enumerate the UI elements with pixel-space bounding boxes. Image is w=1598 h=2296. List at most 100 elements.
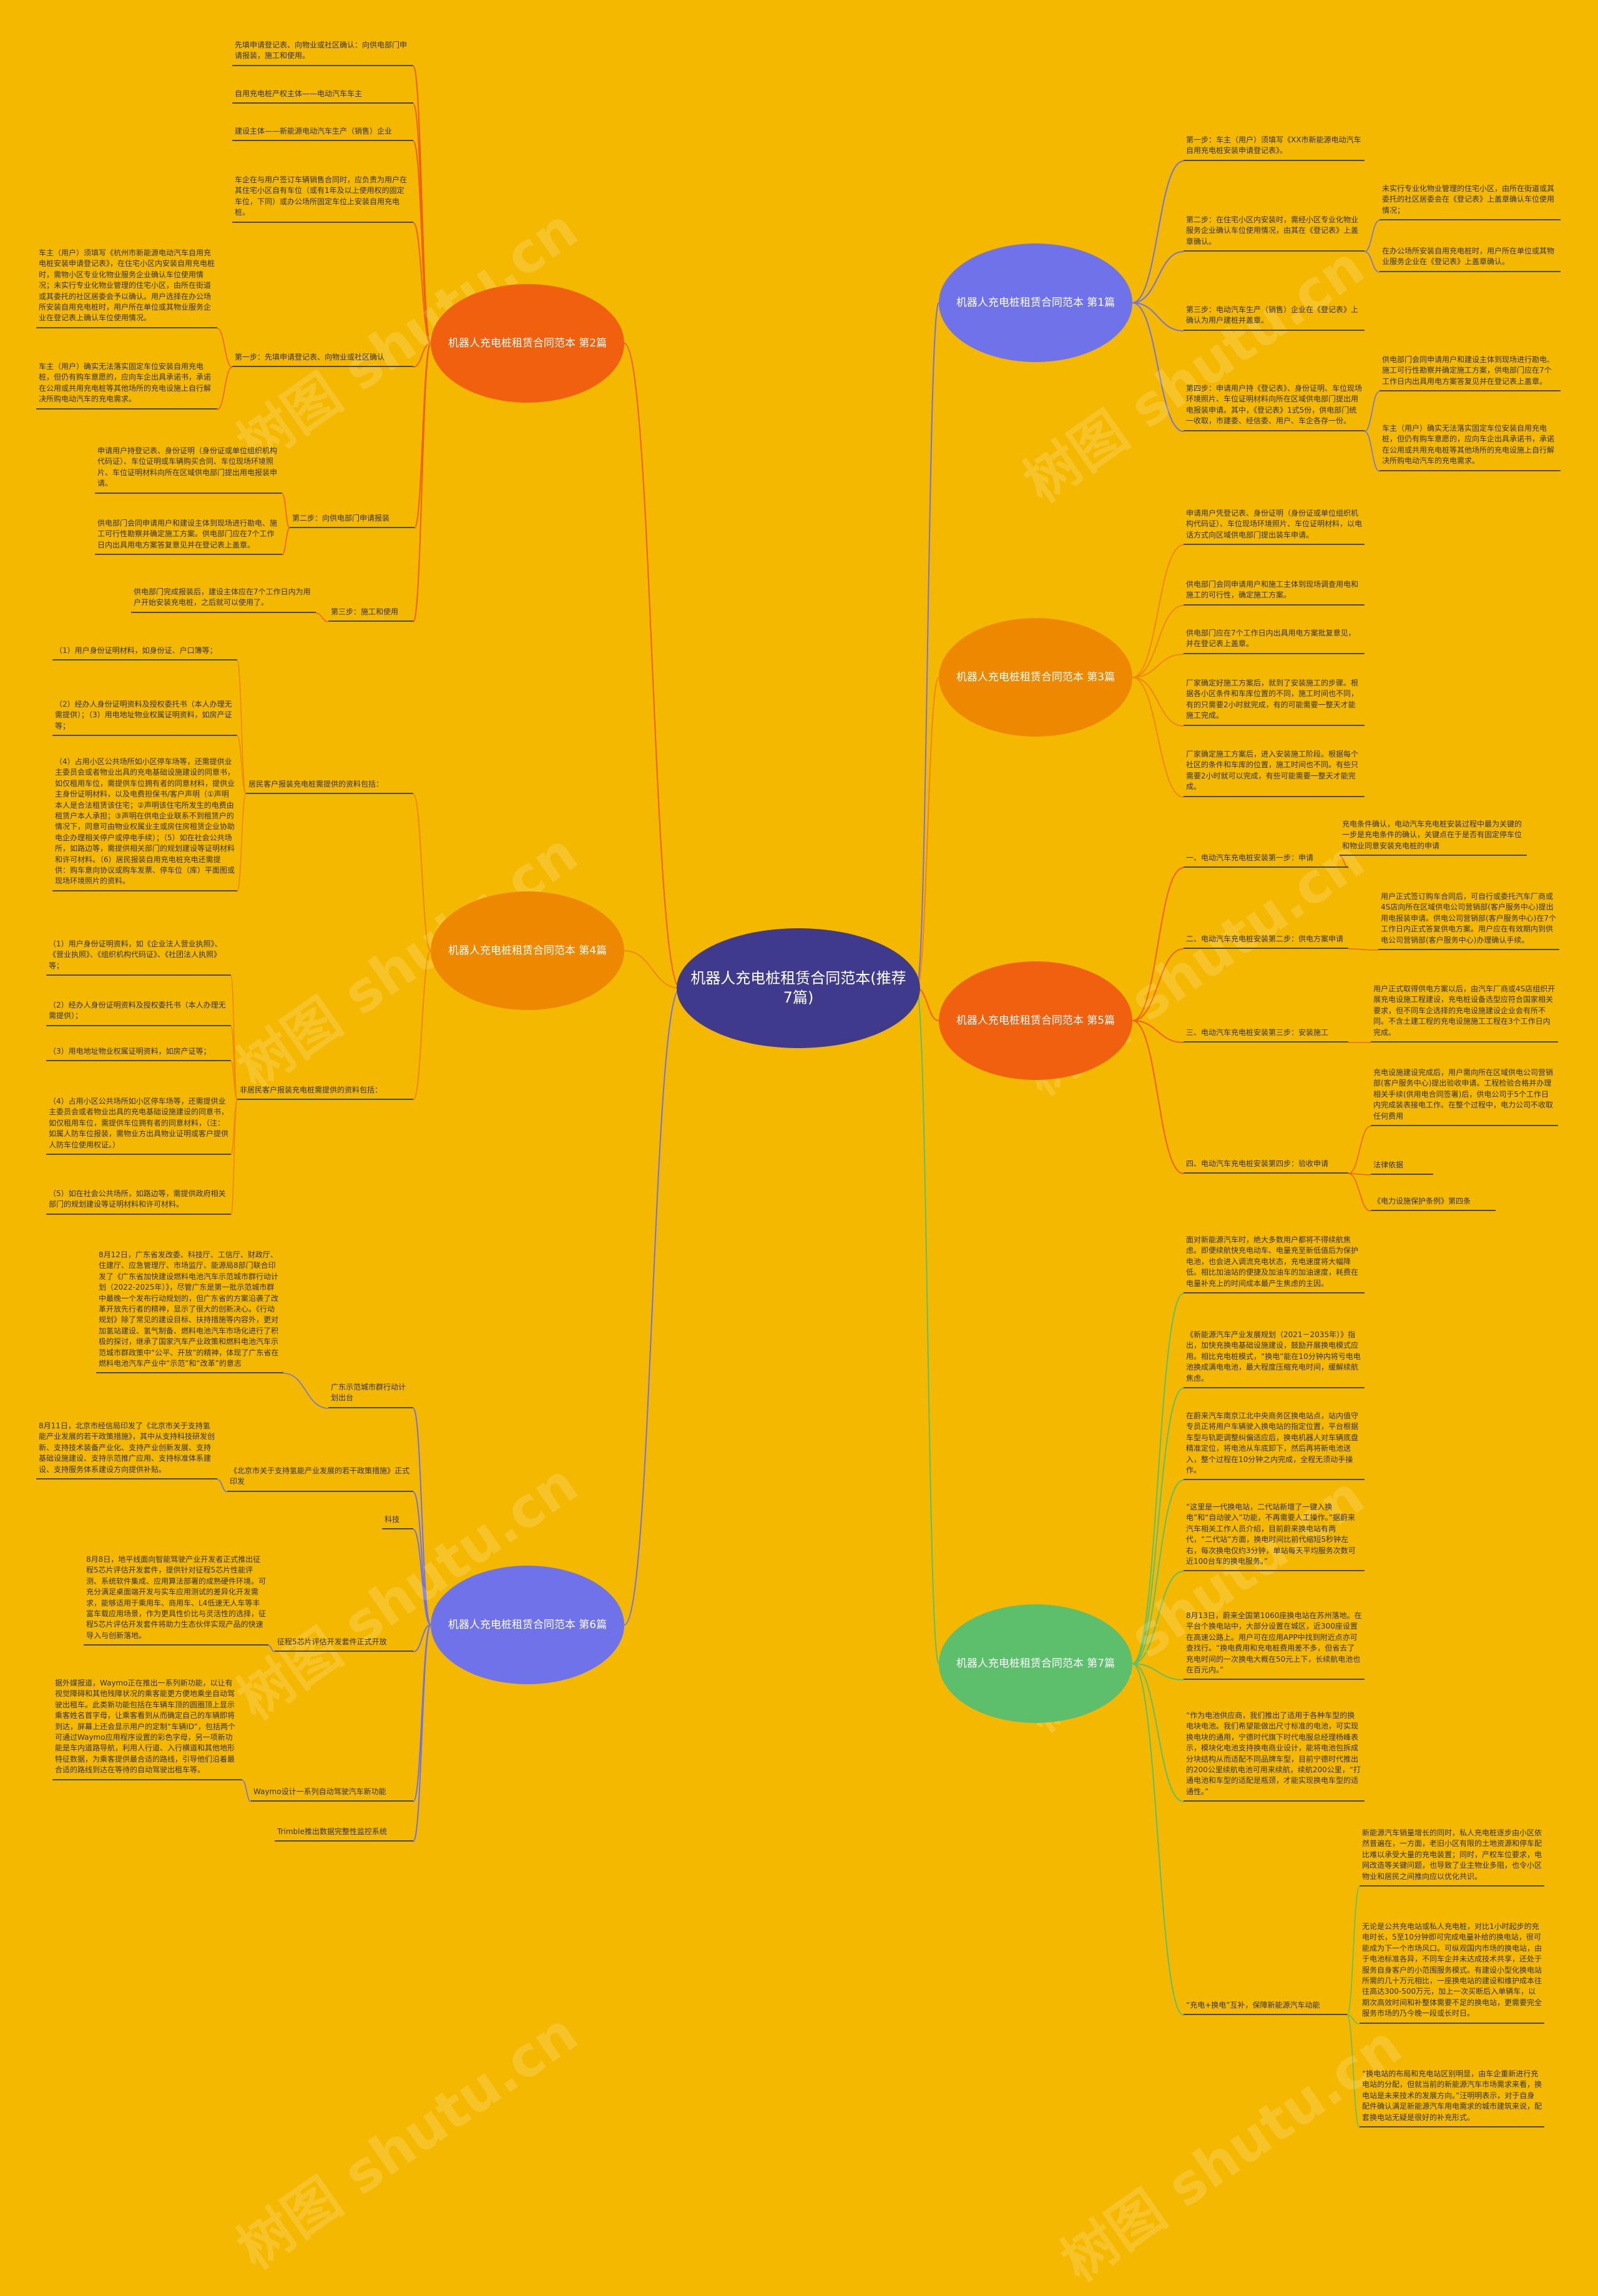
subtopic-item[interactable]: 法律依据 [1371,1159,1433,1175]
connector-line [217,1479,228,1493]
connector-line [413,103,431,344]
topic-item[interactable]: 面对新能源汽车时，绝大多数用户都将不得续航焦虑。即便续航快充电动车、电量充至新低… [1184,1234,1365,1293]
connector-line [315,612,329,622]
subtopic-item[interactable]: 《电力设施保护条例》第四条 [1371,1195,1496,1212]
topic-item[interactable]: 四、电动汽车充电桩安装第四步：验收申请 [1184,1157,1348,1174]
topic-item[interactable]: 第一步：先填申请登记表、向物业或社区确认 [232,351,413,368]
topic-item[interactable]: 自用充电桩产权主体——电动汽车车主 [232,87,413,104]
connector-line [1132,1663,1184,1680]
connector-line [1132,654,1184,678]
topic-item[interactable]: 科技 [382,1513,413,1530]
connector-line [916,677,939,989]
topic-item[interactable]: 厂家确定好施工方案后，就到了安装施工的步骤。根据各小区条件和车库位置的不同，施工… [1184,677,1365,726]
topic-item[interactable]: 厂家确定施工方案后，进入安装施工阶段。根据每个社区的条件和车库的位置，施工时间也… [1184,748,1365,797]
subtopic-item[interactable]: “换电站的布局和充电站区别明显，由车企重新进行充电站的分配，但就当前的新能源汽车… [1360,2068,1544,2127]
connector-line [414,343,431,529]
topic-item[interactable]: 二、电动汽车充电桩安装第二步：供电方案申请 [1184,933,1348,949]
connector-line [1132,302,1184,331]
branch-node-b2[interactable]: 机器人充电桩租赁合同范本 第2篇 [431,284,624,403]
topic-item[interactable]: 在蔚来汽车南京江北中央商务区换电站点，站内值守专员正将用户车辆驶入换电站的指定位… [1184,1410,1365,1481]
connector-line [1132,1020,1184,1043]
subtopic-item[interactable]: 新能源汽车销量增长的同时，私人充电桩逐步由小区依然普遍在，一方面，老旧小区有限的… [1360,1827,1544,1886]
subtopic-item[interactable]: 供电部门完成报装后，建设主体应在7个工作日内为用户开始安装充电桩，之后就可以使用… [131,586,316,613]
topic-item[interactable]: “这里是一代换电站，二代站新增了一键入换电”和“自动驶入”功能，不再需要人工操作… [1184,1501,1365,1572]
topic-item[interactable]: 广东示范城市群行动计划出台 [328,1381,413,1408]
connector-line [624,988,681,1626]
topic-item[interactable]: 第四步：申请用户持《登记表》、身份证明、车位现场环境照片、车位证明材料向所在区域… [1184,382,1365,431]
topic-item[interactable]: “作为电池供应商，我们推出了适用于各种车型的换电块电池。我们希望能做出尺寸标准的… [1184,1709,1365,1802]
subtopic-item[interactable]: （3）用电地址物业权属证明资料，如房产证等； [46,1045,231,1062]
branch-node-b6[interactable]: 机器人充电桩租赁合同范本 第6篇 [431,1566,624,1684]
subtopic-item[interactable]: 无论是公共充电站或私人充电桩，对比1小时起步的充电时长，5至10分钟即可完成电量… [1360,1920,1544,2024]
connector-line [230,1099,238,1215]
subtopic-item[interactable]: 8月11日，北京市经信局印发了《北京市关于支持氢能产业发展的若干政策措施》，其中… [36,1420,217,1479]
subtopic-item[interactable]: 8月12日，广东省发改委、科技厅、工信厅、财政厅、住建厅、应急管理厅、市场监厅、… [96,1249,283,1374]
connector-line [237,735,247,795]
topic-item[interactable]: 征程5芯片评估开发套件正式开放 [275,1636,413,1652]
connector-line [916,302,939,989]
topic-item[interactable]: “充电+换电”互补，保障新能源汽车动能 [1184,1999,1347,2016]
connector-line [413,222,431,344]
subtopic-item[interactable]: 充电设施建设完成后，用户需向所在区域供电公司营销部(客户服务中心)提出验收申请。… [1371,1066,1558,1126]
subtopic-item[interactable]: （1）用户身份证明资料，如《企业法人营业执照》、《营业执照》、《组织机构代码证》… [46,938,231,976]
connector-line [1346,2014,1360,2024]
topic-item[interactable]: Trimble推出数据完整性监控系统 [275,1825,413,1842]
topic-item[interactable]: 第一步：车主（用户）须填写《XX市新能源电动汽车自用充电桩安装申请登记表》。 [1184,134,1365,161]
subtopic-item[interactable]: （4）占用小区公共场所如小区停车场等，还需提供业主委员会或者物业出具的充电基础设… [46,1095,231,1155]
connector-line [413,1408,431,1626]
topic-item[interactable]: 供电部门会同申请用户和施工主体到现场调查用电和施工的可行性，确定施工方案。 [1184,578,1365,606]
subtopic-item[interactable]: 充电条件确认，电动汽车充电桩安装过程中最为关键的一步是充电条件的确认，关键点在于… [1340,818,1527,856]
topic-item[interactable]: 第三步：电动汽车生产（销售）企业在《登记表》上确认为用户建桩并盖章。 [1184,303,1365,331]
central-topic[interactable]: 机器人充电桩租赁合同范本(推荐7篇) [677,928,920,1048]
connector-line [1132,302,1184,432]
topic-item[interactable]: 先填申请登记表、向物业或社区确认：向供电部门申请报装，施工和使用。 [232,39,413,66]
subtopic-item[interactable]: （2）经办人身份证明资料及授权委托书（本人办理无需提供）； [46,999,231,1026]
connector-line [1132,1663,1184,1802]
topic-item[interactable]: Waymo设计一系列自动驾驶汽车新功能 [251,1785,413,1802]
subtopic-item[interactable]: 申请用户持登记表、身份证明（身份证或单位组织机构代码证）、车位证明或车辆购买合同… [95,444,282,494]
subtopic-item[interactable]: 在办公场所安装自用充电桩时，用户所在单位或其物业服务企业在《登记表》上盖章确认。 [1380,245,1561,272]
subtopic-item[interactable]: 据外媒报道，Waymo正在推出一系列新功能，以让有视觉障碍和其他残障状况的乘客能… [52,1677,242,1780]
connector-line [1364,431,1380,472]
topic-item[interactable]: 第二步：在住宅小区内安装时，需经小区专业化物业服务企业确认车位使用情况，由其在《… [1184,213,1365,252]
topic-item[interactable]: 车企在与用户签订车辆销售合同时，应负责为用户在其住宅小区自有车位（或有1年及以上… [232,174,413,223]
subtopic-item[interactable]: （1）用户身份证明材料，如身份证、户口簿等； [52,644,237,661]
branch-label: 机器人充电桩租赁合同范本 第7篇 [956,1657,1115,1670]
connector-line [1364,251,1380,273]
branch-node-b7[interactable]: 机器人充电桩租赁合同范本 第7篇 [939,1604,1132,1723]
subtopic-item[interactable]: 用户正式签订购车合同后，可自行或委托汽车厂商或4S店向所在区域供电公司营销部(客… [1378,890,1559,950]
subtopic-item[interactable]: 车主（用户）确实无法落实固定车位安装自用充电桩，但仍有购车意愿的，应向车企出具承… [1380,422,1561,471]
subtopic-item[interactable]: 用户正式取得供电方案以后，由汽车厂商或4S店组织开展充电设施工程建设，充电桩设备… [1371,983,1558,1043]
topic-item[interactable]: 第二步：向供电部门申请报装 [290,512,414,529]
topic-item[interactable]: 一、电动汽车充电桩安装第一步：申请 [1184,851,1348,868]
topic-item[interactable]: 非居民客户报装充电桩需提供的资料包括： [237,1084,413,1101]
topic-item[interactable]: 8月13日，蔚来全国第1060座换电站在苏州落地。在平台个换电站中，大部分设置在… [1184,1609,1365,1680]
topic-item[interactable]: 《新能源汽车产业发展规划（2021－2035年）》指出，加快充换电基础设施建设，… [1184,1328,1365,1388]
branch-label: 机器人充电桩租赁合同范本 第3篇 [956,670,1115,684]
topic-item[interactable]: 《北京市关于支持氢能产业发展的若干政策措施》正式印发 [227,1464,413,1492]
subtopic-item[interactable]: （5）如在社会公共场所，如路边等，需提供政府相关部门的规划建设等证明材料和许可材… [46,1187,231,1215]
branch-node-b3[interactable]: 机器人充电桩租赁合同范本 第3篇 [939,618,1132,737]
connector-line [1132,1663,1184,2016]
subtopic-item[interactable]: 供电部门会同申请用户和建设主体到现场进行勘电、施工可行性勘察并确定施工方案。供电… [95,517,282,556]
connector-line [413,1624,431,1652]
branch-node-b5[interactable]: 机器人充电桩租赁合同范本 第5篇 [939,961,1132,1080]
topic-item[interactable]: 第三步：施工和使用 [328,606,413,622]
branch-label: 机器人充电桩租赁合同范本 第2篇 [448,336,607,350]
subtopic-item[interactable]: 车主（用户）须填写《杭州市新能源电动汽车自用充电桩安装申请登记表》，在住宅小区内… [36,247,217,328]
topic-item[interactable]: 供电部门应在7个工作日内出具用电方案批复意见，并在登记表上盖章。 [1184,627,1365,654]
subtopic-item[interactable]: 未实行专业化物业管理的住宅小区，由所在街道或其委托的社区居委会在《登记表》上盖章… [1380,182,1561,221]
connector-line [413,793,431,951]
subtopic-item[interactable]: （4）占用小区公共场所如小区停车场等，还需提供业主委员会或者物业出具的充电基础设… [52,755,237,891]
topic-item[interactable]: 居民客户报装充电桩需提供的资料包括： [246,778,413,795]
subtopic-item[interactable]: 供电部门会同申请用户和建设主体到现场进行勘电、施工可行性勘察并确定施工方案，供电… [1380,353,1561,392]
topic-item[interactable]: 建设主体——新能源电动汽车生产（销售）企业 [232,125,413,142]
branch-node-b1[interactable]: 机器人充电桩租赁合同范本 第1篇 [939,243,1132,362]
branch-node-b4[interactable]: 机器人充电桩租赁合同范本 第4篇 [431,891,624,1010]
connector-line [413,343,431,368]
topic-item[interactable]: 三、电动汽车充电桩安装第三步：安装施工 [1184,1026,1348,1043]
subtopic-item[interactable]: 8月8日，地平线面向智能驾驶产业开发者正式推出征程5芯片评估开发套件，提供针对征… [84,1553,268,1646]
topic-item[interactable]: 申请用户凭登记表、身份证明（身份证或单位组织机构代码证）、车位现场环境照片、车位… [1184,507,1365,546]
subtopic-item[interactable]: （2）经办人身份证明资料及授权委托书（本人办理无需提供）；（3）用电地址物业权属… [52,698,237,737]
subtopic-item[interactable]: 车主（用户）确实无法落实固定车位安装自用充电桩，但仍有购车意愿的，应向车企出具承… [36,360,217,410]
